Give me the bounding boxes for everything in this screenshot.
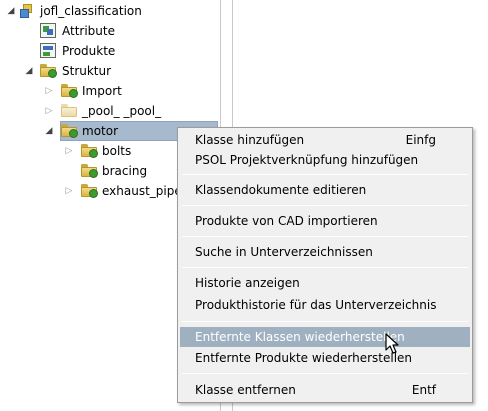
tree-node-produkte[interactable]: Produkte bbox=[62, 44, 116, 58]
tree-node-motor[interactable]: motor bbox=[82, 124, 119, 138]
folder-light-icon bbox=[61, 104, 77, 117]
tree-node-bracing[interactable]: bracing bbox=[102, 164, 148, 178]
menu-separator bbox=[182, 373, 468, 374]
products-icon bbox=[40, 43, 56, 58]
tree-node-bolts[interactable]: bolts bbox=[102, 144, 132, 158]
menu-item-label: Entfernte Klassen wiederherstellen bbox=[195, 330, 405, 344]
expanded-arrow-icon[interactable]: ◢ bbox=[45, 125, 53, 136]
menu-item-product-history[interactable]: Produkthistorie für das Unterverzeichnis bbox=[180, 295, 470, 315]
menu-separator bbox=[182, 236, 468, 237]
folder-add-icon bbox=[81, 184, 98, 198]
mouse-pointer-icon bbox=[385, 333, 399, 354]
menu-separator bbox=[182, 205, 468, 206]
collapsed-arrow-icon[interactable]: ▷ bbox=[45, 85, 53, 96]
menu-item-label: Historie anzeigen bbox=[195, 276, 300, 290]
shortcut-label: Einfg bbox=[405, 133, 436, 147]
menu-item-add-class[interactable]: Klasse hinzufügen Einfg bbox=[180, 130, 470, 150]
expanded-arrow-icon[interactable]: ◢ bbox=[25, 65, 33, 76]
menu-separator bbox=[182, 267, 468, 268]
collapsed-arrow-icon[interactable]: ▷ bbox=[65, 185, 73, 196]
folder-add-icon bbox=[61, 124, 78, 138]
menu-item-show-history[interactable]: Historie anzeigen bbox=[180, 273, 470, 293]
menu-item-label: Produkthistorie für das Unterverzeichnis bbox=[195, 298, 437, 312]
menu-item-label: Suche in Unterverzeichnissen bbox=[195, 245, 373, 259]
menu-item-restore-removed-classes[interactable]: Entfernte Klassen wiederherstellen bbox=[180, 327, 470, 347]
tree-node-root[interactable]: jofl_classification bbox=[40, 4, 142, 18]
tree-node-pool[interactable]: _pool_ _pool_ bbox=[82, 104, 162, 118]
menu-separator bbox=[182, 321, 468, 322]
context-menu: Klasse hinzufügen Einfg PSOL Projektverk… bbox=[177, 127, 473, 403]
classification-root-icon bbox=[20, 4, 34, 18]
expanded-arrow-icon[interactable]: ◢ bbox=[7, 5, 15, 16]
menu-item-search-subdirectories[interactable]: Suche in Unterverzeichnissen bbox=[180, 242, 470, 262]
tree-node-struktur[interactable]: Struktur bbox=[62, 64, 112, 78]
folder-add-icon bbox=[61, 84, 78, 98]
menu-item-label: Klassendokumente editieren bbox=[195, 183, 367, 197]
menu-item-label: PSOL Projektverknüpfung hinzufügen bbox=[195, 153, 419, 167]
folder-add-icon bbox=[81, 164, 98, 178]
tree-node-import[interactable]: Import bbox=[82, 84, 122, 98]
menu-separator bbox=[182, 174, 468, 175]
menu-item-restore-removed-products[interactable]: Entfernte Produkte wiederherstellen bbox=[180, 348, 470, 368]
menu-item-remove-class[interactable]: Klasse entfernen Entf bbox=[180, 380, 470, 400]
collapsed-arrow-icon[interactable]: ▷ bbox=[45, 105, 53, 116]
folder-add-icon bbox=[40, 64, 57, 78]
menu-item-import-from-cad[interactable]: Produkte von CAD importieren bbox=[180, 211, 470, 231]
folder-add-icon bbox=[81, 144, 98, 158]
shortcut-label: Entf bbox=[411, 383, 436, 397]
menu-item-add-psol-link[interactable]: PSOL Projektverknüpfung hinzufügen bbox=[180, 150, 470, 170]
menu-item-label: Klasse entfernen bbox=[195, 383, 296, 397]
collapsed-arrow-icon[interactable]: ▷ bbox=[65, 145, 73, 156]
menu-item-label: Klasse hinzufügen bbox=[195, 133, 305, 147]
tree-node-exhaust-pipe[interactable]: exhaust_pipe bbox=[102, 184, 182, 198]
attribute-icon bbox=[40, 23, 56, 38]
menu-item-label: Produkte von CAD importieren bbox=[195, 214, 378, 228]
menu-item-label: Entfernte Produkte wiederherstellen bbox=[195, 351, 413, 365]
tree-node-attribute[interactable]: Attribute bbox=[62, 24, 115, 38]
menu-item-edit-class-documents[interactable]: Klassendokumente editieren bbox=[180, 180, 470, 200]
